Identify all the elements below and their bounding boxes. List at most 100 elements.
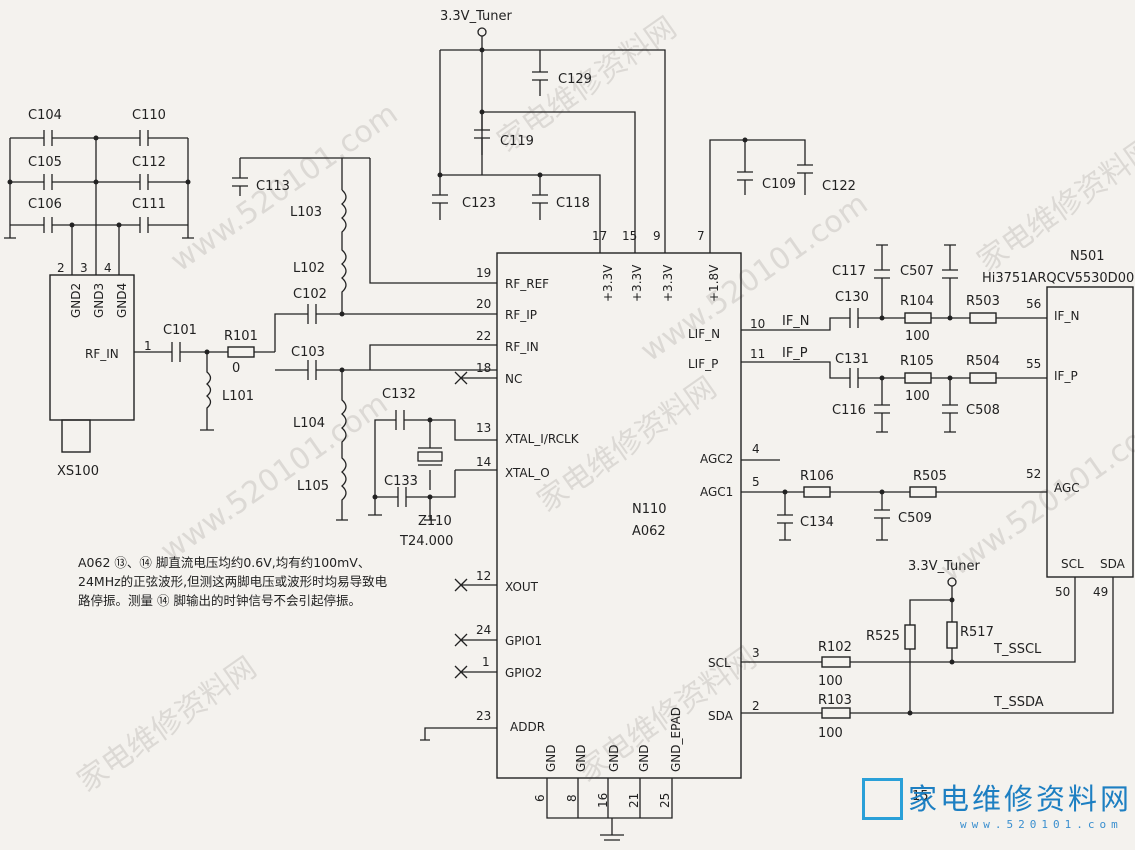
pin-label: RF_REF xyxy=(505,277,549,291)
svg-text:L104: L104 xyxy=(293,416,325,431)
svg-text:C112: C112 xyxy=(132,155,166,170)
svg-text:1: 1 xyxy=(144,339,152,353)
svg-text:R525: R525 xyxy=(866,629,900,644)
svg-text:C106: C106 xyxy=(28,197,62,212)
pin-label: GPIO2 xyxy=(505,666,542,680)
svg-text:R106: R106 xyxy=(800,469,834,484)
svg-text:R503: R503 xyxy=(966,294,1000,309)
svg-text:IF_P: IF_P xyxy=(1054,369,1078,383)
svg-text:C103: C103 xyxy=(291,345,325,360)
svg-text:56: 56 xyxy=(1026,297,1041,311)
svg-text:R517: R517 xyxy=(960,625,994,640)
svg-text:GND: GND xyxy=(574,744,588,772)
svg-text:C131: C131 xyxy=(835,352,869,367)
connector-xs100 xyxy=(49,274,135,421)
svg-text:50: 50 xyxy=(1055,585,1070,599)
pin-label: XTAL_I/RCLK xyxy=(505,432,580,446)
svg-text:C132: C132 xyxy=(382,387,416,402)
pin-label: NC xyxy=(505,372,522,386)
svg-text:C129: C129 xyxy=(558,72,592,87)
svg-text:T_SSDA: T_SSDA xyxy=(993,695,1044,710)
pin-num: 13 xyxy=(476,421,491,435)
pin-num: 24 xyxy=(476,623,491,637)
svg-text:SCL: SCL xyxy=(1061,557,1084,571)
pin-num: 1 xyxy=(482,655,490,669)
pin-label: SCL xyxy=(708,656,731,670)
pin-label: RF_IN xyxy=(505,340,539,354)
svg-text:R101: R101 xyxy=(224,329,258,344)
pin-num: 3 xyxy=(752,646,760,660)
svg-text:2: 2 xyxy=(57,261,65,275)
pin-label: XOUT xyxy=(505,580,539,594)
svg-text:Z110: Z110 xyxy=(418,514,452,529)
svg-text:C113: C113 xyxy=(256,179,290,194)
agc-network: R106 R505 C134 C509 xyxy=(741,459,1047,541)
svg-text:3: 3 xyxy=(80,261,88,275)
svg-text:52: 52 xyxy=(1026,467,1041,481)
svg-text:C122: C122 xyxy=(822,179,856,194)
pin-label: LIF_N xyxy=(688,327,720,341)
pin-label: SDA xyxy=(708,709,734,723)
chip-n110-name: N110 xyxy=(632,502,667,517)
svg-text:C105: C105 xyxy=(28,155,62,170)
if-network: IF_N IF_P C117 C507 C130 R104 100 R503 C… xyxy=(741,244,1047,433)
pin-num: 19 xyxy=(476,266,491,280)
pin-label: +3.3V xyxy=(661,264,675,302)
page-mark: 15 xyxy=(912,789,929,804)
svg-text:L101: L101 xyxy=(222,389,254,404)
svg-text:R504: R504 xyxy=(966,354,1000,369)
crystal-network: C132 C133 Z110 T24.000 xyxy=(368,387,497,549)
pin-label: +3.3V xyxy=(630,264,644,302)
svg-text:RF_IN: RF_IN xyxy=(85,347,119,361)
pin-label: +1.8V xyxy=(707,264,721,302)
svg-text:C119: C119 xyxy=(500,134,534,149)
svg-text:GND2: GND2 xyxy=(69,283,83,318)
pin-label: XTAL_O xyxy=(505,466,550,480)
svg-text:R105: R105 xyxy=(900,354,934,369)
svg-text:GND3: GND3 xyxy=(92,283,106,318)
svg-text:GND4: GND4 xyxy=(115,283,129,318)
svg-text:IF_N: IF_N xyxy=(1054,309,1079,323)
svg-text:C102: C102 xyxy=(293,287,327,302)
pin-num: 10 xyxy=(750,317,765,331)
svg-text:21: 21 xyxy=(627,793,641,808)
svg-text:100: 100 xyxy=(905,389,930,404)
svg-text:16: 16 xyxy=(596,793,610,808)
brand-site: www.520101.com xyxy=(960,818,1123,831)
pin-num: 18 xyxy=(476,361,491,375)
pin-num: 9 xyxy=(653,229,661,243)
brand-logo: 家电维修资料网 www.520101.com xyxy=(860,772,1130,838)
svg-text:C118: C118 xyxy=(556,196,590,211)
connector-plug xyxy=(61,419,91,453)
svg-text:R104: R104 xyxy=(900,294,934,309)
book-icon xyxy=(860,774,904,820)
svg-text:C130: C130 xyxy=(835,290,869,305)
svg-text:T_SSCL: T_SSCL xyxy=(993,642,1042,657)
svg-text:C111: C111 xyxy=(132,197,166,212)
svg-text:C104: C104 xyxy=(28,108,62,123)
pin-label: AGC2 xyxy=(700,452,733,466)
chip-n501-body xyxy=(1046,286,1134,578)
n110-left-stubs xyxy=(420,371,497,741)
rf-filter-network: C113 L103 L102 C102 C103 L104 L105 xyxy=(232,157,497,521)
svg-text:C508: C508 xyxy=(966,403,1000,418)
pin-label: +3.3V xyxy=(601,264,615,302)
pin-num: 20 xyxy=(476,297,491,311)
pin-num: 11 xyxy=(750,347,765,361)
svg-text:T24.000: T24.000 xyxy=(399,534,453,549)
rf-in-path: C101 R101 0 L101 xyxy=(134,323,275,431)
svg-text:0: 0 xyxy=(232,361,240,376)
rf-input-cap-bank: C104 C110 C105 C112 C106 C111 xyxy=(4,108,194,275)
n110-bottom-pins: GND GND GND GND GND_EPAD 6 8 16 21 25 xyxy=(533,707,683,841)
pin-label: GPIO1 xyxy=(505,634,542,648)
svg-text:C507: C507 xyxy=(900,264,934,279)
svg-text:GND: GND xyxy=(637,744,651,772)
pin-num: 23 xyxy=(476,709,491,723)
n110-left-pins: 19 RF_REF 20 RF_IP 22 RF_IN 18 NC 13 XTA… xyxy=(476,266,580,734)
svg-text:55: 55 xyxy=(1026,357,1041,371)
svg-text:L105: L105 xyxy=(297,479,329,494)
svg-text:GND_EPAD: GND_EPAD xyxy=(669,707,683,772)
chip-n501-part: Hi3751ARQCV5530D00 xyxy=(982,271,1134,286)
svg-text:C133: C133 xyxy=(384,474,418,489)
